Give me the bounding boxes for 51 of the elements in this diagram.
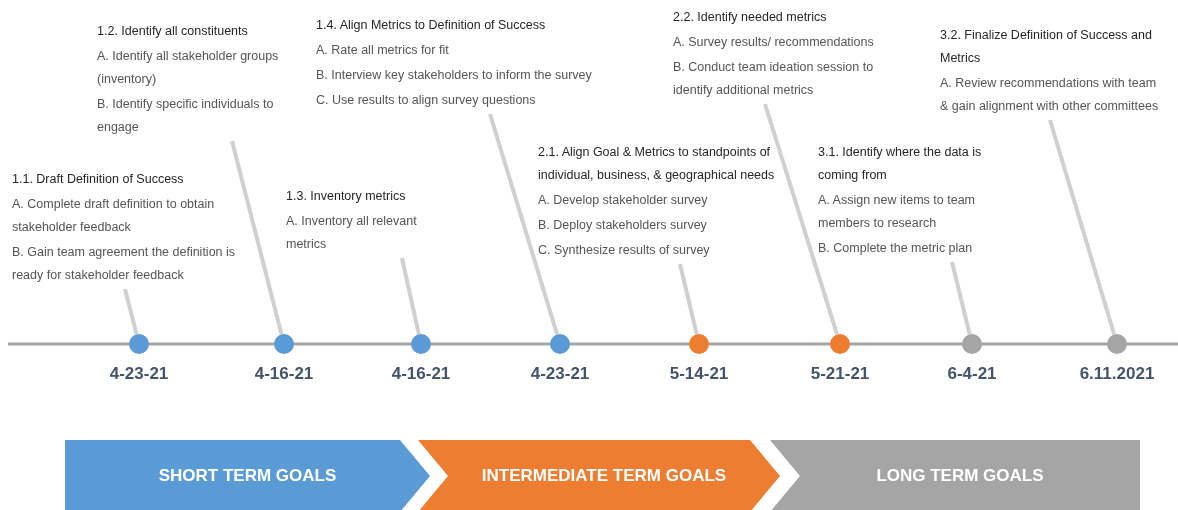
task-text: B. Identify specific individuals to engage	[97, 96, 275, 136]
task-text: A. Inventory all relevant metrics	[286, 213, 418, 253]
milestone-dot	[962, 334, 982, 354]
milestone-heading: 3.2. Finalize Definition of Success and Metrics	[940, 27, 1153, 67]
milestone-heading: 1.2. Identify all constituents	[97, 23, 249, 40]
milestone-heading: 2.2. Identify needed metrics	[673, 9, 828, 26]
task-text: A. Review recommendations with team & gain alignment with other committees	[940, 75, 1160, 115]
milestone-heading: 1.1. Draft Definition of Success	[12, 171, 185, 188]
task-text: A. Rate all metrics for fit	[316, 42, 450, 59]
leader-line	[400, 257, 421, 335]
milestone-heading: 3.1. Identify where the data is coming from	[818, 144, 983, 184]
date-label: 6.11.2021	[1079, 364, 1155, 384]
leader-line	[123, 288, 139, 335]
task-text: B. Gain team agreement the definition is ready for stakeholder feedback	[12, 244, 237, 284]
task-text: B. Conduct team ideation session to identify additional metrics	[673, 59, 875, 99]
leader-line	[950, 261, 972, 335]
date-label: 6-4-21	[947, 364, 997, 384]
milestone-dot	[1107, 334, 1127, 354]
milestone-heading: 1.3. Inventory metrics	[286, 188, 407, 205]
date-label: 5-14-21	[669, 364, 729, 384]
task-text: B. Deploy stakeholders survey	[538, 217, 708, 234]
task-text: C. Use results to align survey questions	[316, 92, 537, 109]
phase-label: SHORT TERM GOALS	[158, 466, 337, 486]
milestone-dot	[689, 334, 709, 354]
task-text: A. Complete draft definition to obtain stakeholder feedback	[12, 196, 216, 236]
phase-label: INTERMEDIATE TERM GOALS	[480, 466, 727, 486]
task-text: A. Assign new items to team members to research	[818, 192, 976, 232]
task-text: A. Identify all stakeholder groups (inventory)	[97, 48, 280, 88]
task-text: A. Develop stakeholder survey	[538, 192, 709, 209]
phase-label: LONG TERM GOALS	[875, 466, 1044, 486]
leader-line	[488, 113, 559, 335]
milestone-heading: 1.4. Align Metrics to Definition of Success	[316, 17, 547, 34]
milestone-dot	[129, 334, 149, 354]
milestone-heading: 2.1. Align Goal & Metrics to standpoints of individual, business, & geographical needs	[538, 144, 776, 184]
task-text: B. Complete the metric plan	[818, 240, 974, 257]
leader-line	[230, 140, 284, 335]
leader-line	[678, 263, 699, 335]
date-label: 4-23-21	[109, 364, 169, 384]
date-label: 4-16-21	[391, 364, 451, 384]
milestone-dot	[274, 334, 294, 354]
date-label: 5-21-21	[810, 364, 870, 384]
milestone-dot	[411, 334, 431, 354]
task-text: B. Interview key stakeholders to inform the survey	[316, 67, 593, 84]
date-label: 4-23-21	[530, 364, 590, 384]
leader-line	[763, 103, 839, 336]
task-text: A. Survey results/ recommendations	[673, 34, 875, 51]
date-label: 4-16-21	[254, 364, 314, 384]
leader-line	[1048, 119, 1117, 335]
milestone-dot	[830, 334, 850, 354]
task-text: C. Synthesize results of survey	[538, 242, 711, 259]
milestone-dot	[550, 334, 570, 354]
